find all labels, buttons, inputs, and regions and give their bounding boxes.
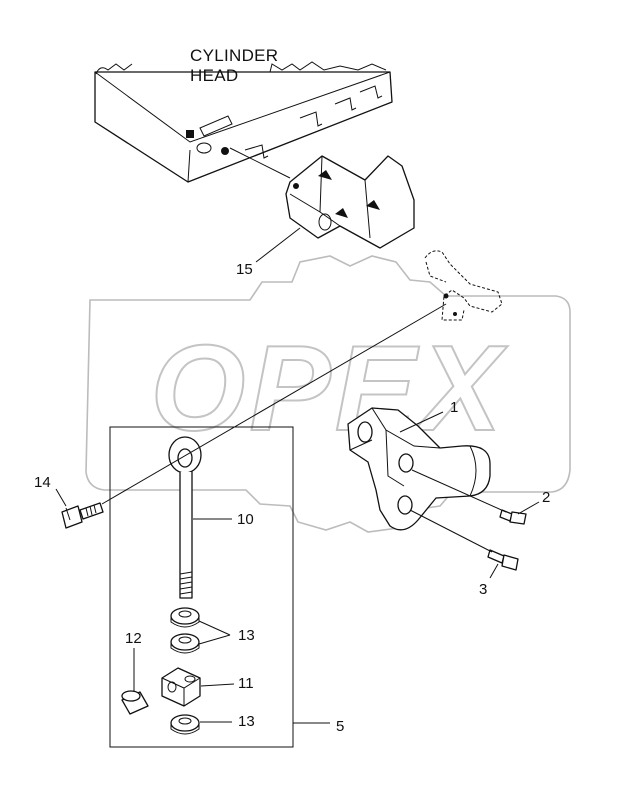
part-13-nut-middle	[170, 633, 200, 654]
cylinder-head	[94, 61, 393, 183]
cylinder-head-label: CYLINDER HEAD	[190, 46, 278, 86]
watermark-gear-outline	[85, 255, 571, 533]
part-3-bolt	[487, 549, 519, 571]
watermark-text: OPEX	[150, 320, 508, 456]
alignment-lines	[101, 147, 507, 553]
callout-14: 14	[34, 474, 51, 491]
cylinder-head-label-line1: CYLINDER	[190, 46, 279, 65]
part-13-nut-lower	[170, 714, 200, 735]
part-11-block	[161, 667, 201, 707]
bracket-ghost-detail	[424, 250, 503, 321]
part-12-sleeve	[121, 690, 149, 715]
opex-watermark: OPEX	[85, 255, 571, 533]
callout-11: 11	[238, 675, 254, 692]
callout-13-upper: 13	[238, 627, 255, 644]
part-13-nut-upper	[170, 607, 200, 628]
callout-3: 3	[479, 581, 488, 598]
callout-2: 2	[542, 489, 551, 506]
callout-15: 15	[236, 261, 253, 278]
cylinder-head-label-line2: HEAD	[190, 66, 239, 85]
leader-lines	[55, 227, 540, 724]
assembly-5-box	[109, 426, 294, 748]
part-15-bracket	[285, 155, 415, 249]
callout-5: 5	[336, 718, 345, 735]
callout-13-lower: 13	[238, 713, 255, 730]
part-1-mount-bracket	[347, 407, 491, 531]
part-10-eyebolt	[168, 436, 202, 599]
part-2-bolt	[499, 509, 527, 525]
callout-12: 12	[125, 630, 142, 647]
callout-1: 1	[450, 399, 459, 416]
part-14-bolt	[61, 502, 104, 529]
callout-10: 10	[237, 511, 254, 528]
